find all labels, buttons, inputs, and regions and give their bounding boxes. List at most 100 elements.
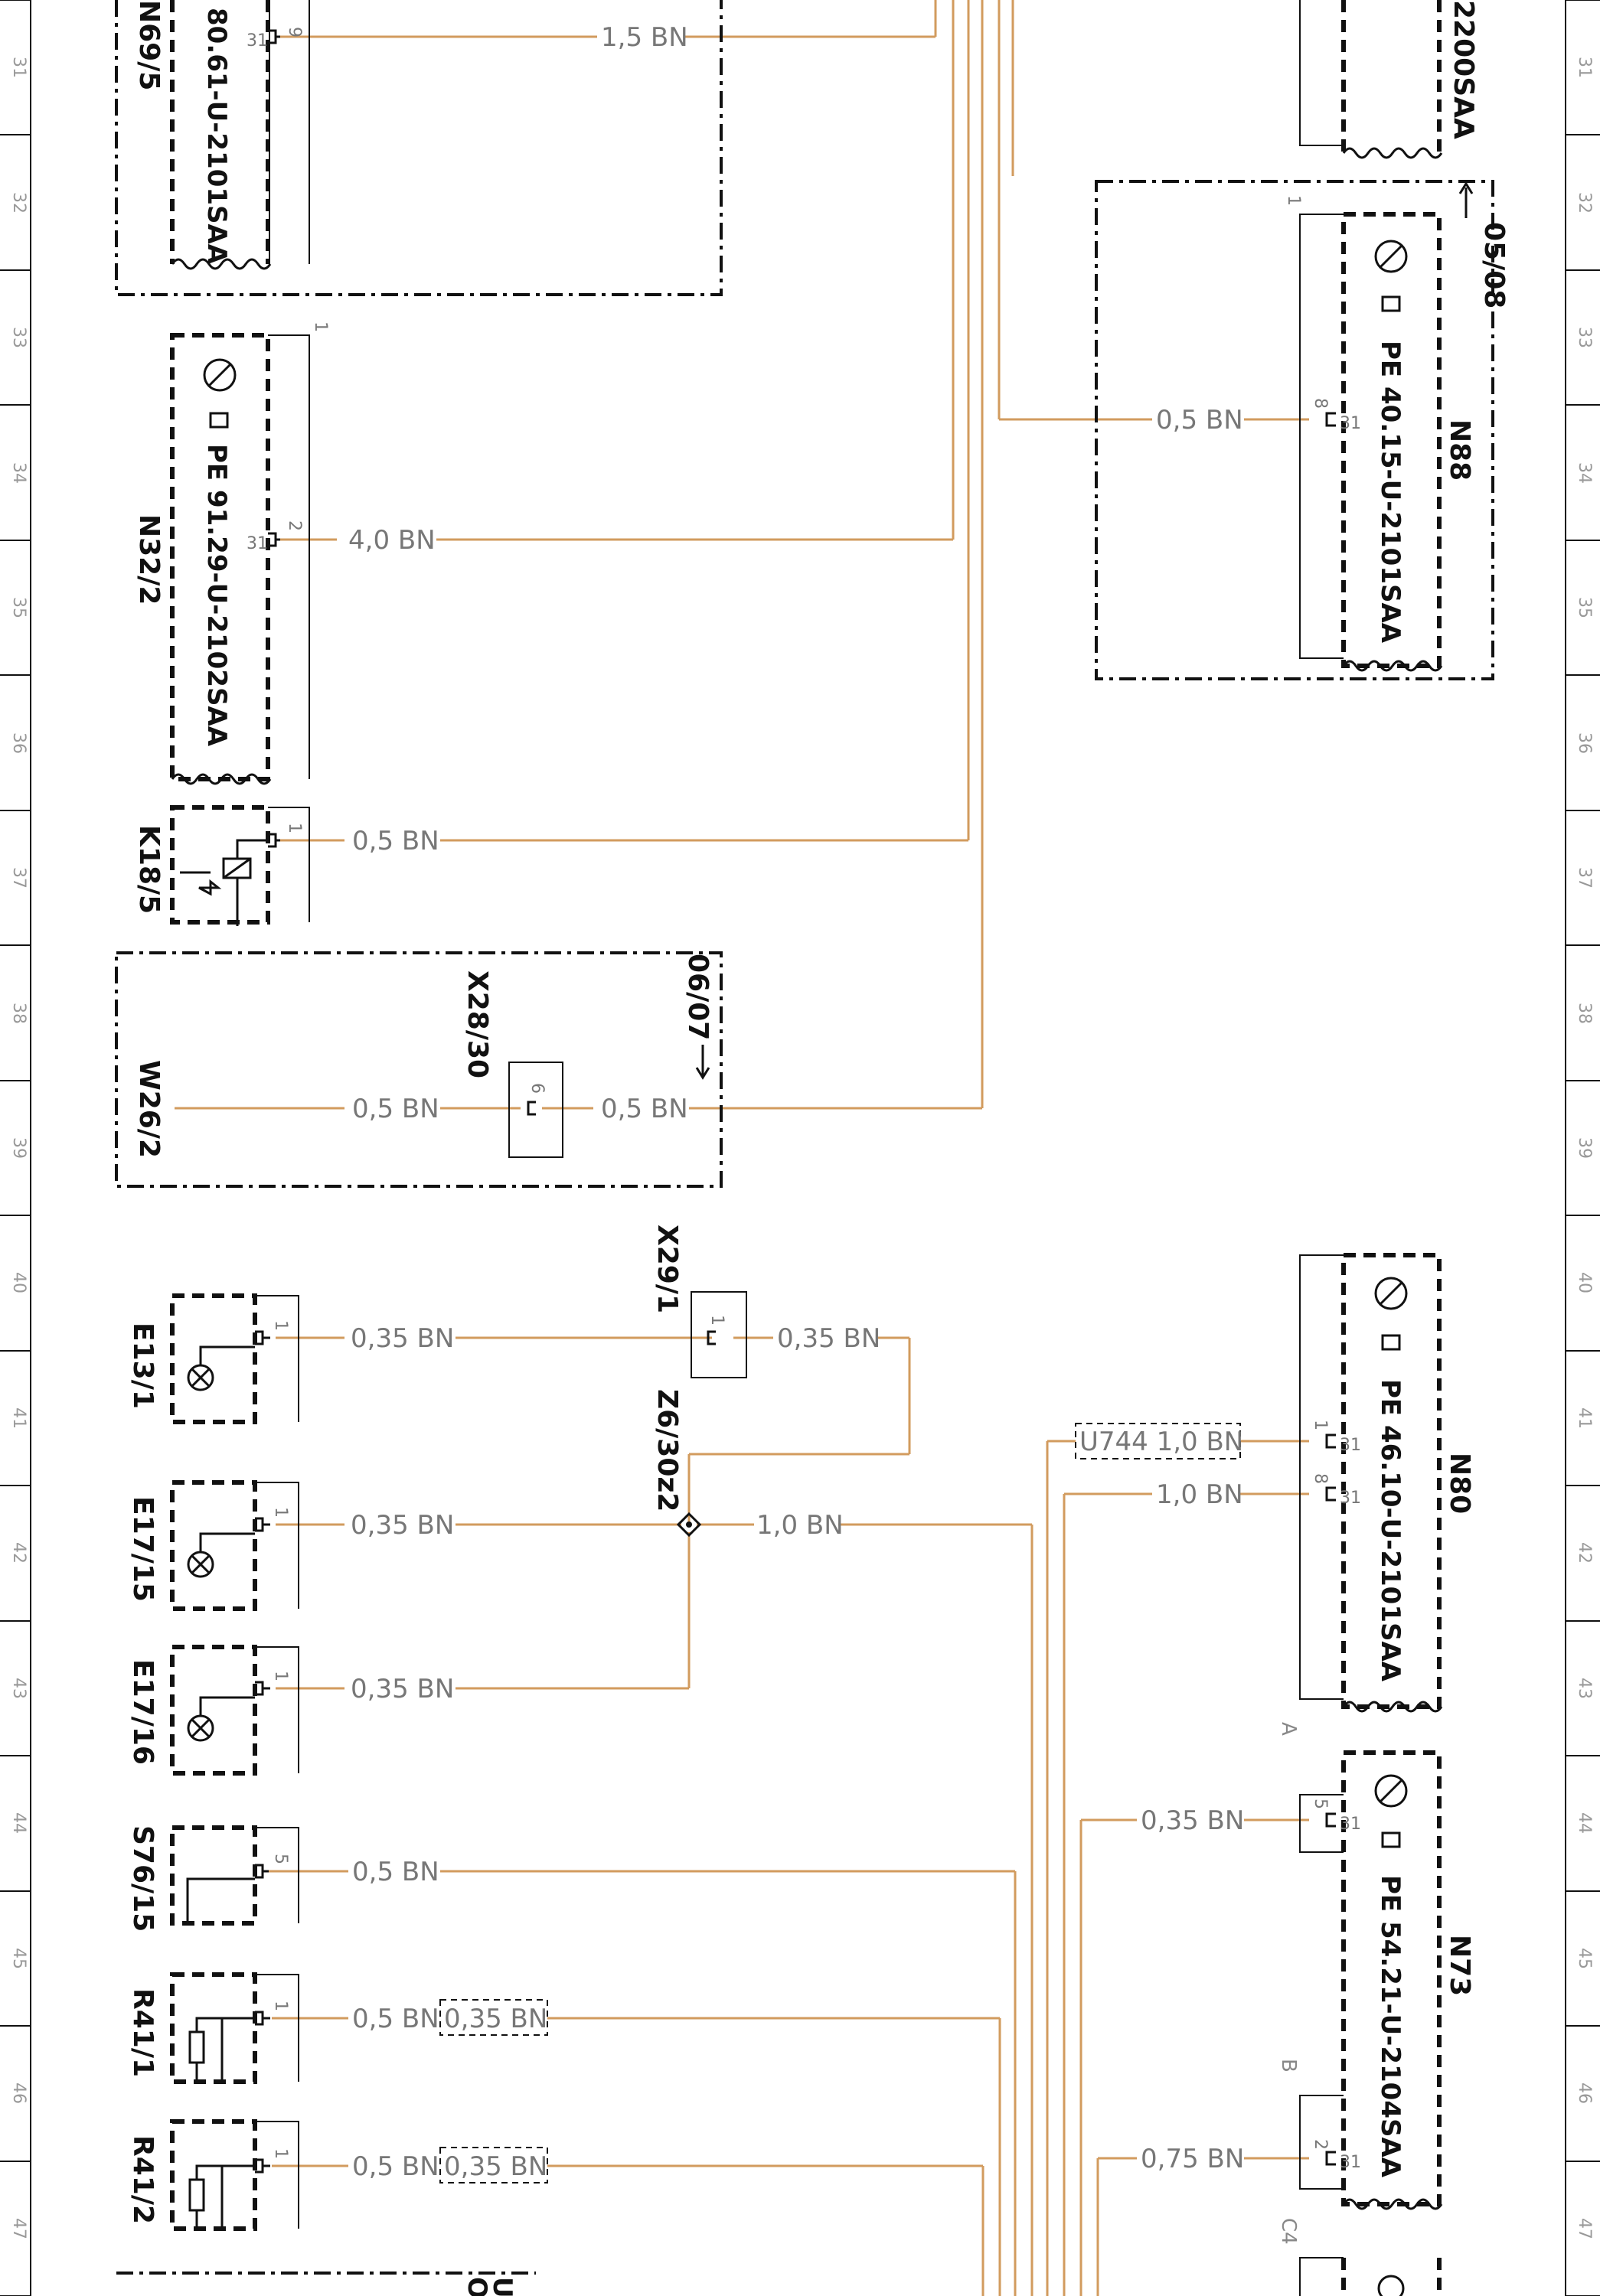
wire-labels: 1,5 BN 4,0 BN 0,5 BN 0,5 BN 0,5 BN 0,5 B… [348,22,1244,2182]
wire-label: 1,0 BN [756,1510,844,1541]
grid-row-label: 46 [9,2082,28,2104]
pin-number: 1 [311,321,330,332]
pin-number: 1 [1284,195,1303,206]
pin-number: 1 [271,1507,290,1518]
grid-row-label: 41 [9,1407,28,1429]
pin-number: 8 [1311,1473,1330,1484]
pin-number: 1 [271,2148,290,2159]
component-label: N32/2 [133,514,165,605]
grid-row-label: 44 [9,1812,28,1834]
wire-label: 0,35 BN [444,2151,547,2182]
wire-label: 0,75 BN [1141,2144,1244,2174]
connector-label: A [1277,1722,1300,1736]
part-number: 2200SAA [1448,0,1479,139]
term-number: 31 [1340,414,1361,433]
component-label: E17/15 [127,1496,158,1602]
grid-row-label: 34 [9,462,28,484]
component-label: E13/1 [127,1322,158,1409]
wire-label: 0,5 BN [352,826,439,856]
grid-row-label: 41 [1575,1407,1594,1429]
term-number: 31 [247,534,268,553]
component-label: X28/30 [462,970,493,1078]
part-number: PE 54.21-U-2104SAA [1375,1875,1406,2178]
wire-label: 0,5 BN [352,2004,439,2034]
grid-row-label: 44 [1575,1812,1594,1834]
grid-row-label: 31 [1575,57,1594,78]
pin-number: 2 [285,520,304,531]
component-label: W26/2 [133,1060,165,1158]
grid-row-label: 45 [9,1948,28,1969]
cross-reference: 05/08 [1478,222,1510,308]
grid-row-label: 40 [9,1272,28,1293]
grid-row-label: 40 [1575,1272,1594,1293]
grid-row-label: 33 [9,327,28,348]
grid-row-label: 32 [1575,192,1594,214]
grid-row-label: 39 [9,1137,28,1159]
grid-row-label: 37 [9,867,28,889]
component-label: Z6/30z2 [651,1389,683,1512]
housings [115,0,1494,2275]
pin-number: 5 [271,1854,290,1864]
part-number: 80.61-U-2101SAA [201,8,232,265]
component-label: S76/15 [127,1825,158,1932]
designations: N69/5 80.61-U-2101SAA N32/2 PE 91.29-U-2… [127,0,1510,2296]
grid-row-label: 46 [1575,2082,1594,2104]
component-label: N73 [1444,1935,1475,1996]
wire-label: 1,0 BN [1156,1479,1243,1510]
wire-label: 0,5 BN [352,1857,439,1887]
grid-row-label: 36 [1575,732,1594,754]
term-number: 31 [1340,1436,1361,1455]
grid-row-label: 43 [1575,1678,1594,1699]
pin-number: 1 [285,823,304,833]
connector-boxes [170,0,1442,2296]
wire-label: 0,5 BN [1156,405,1243,435]
grid-row-label: 39 [1575,1137,1594,1159]
grid-row-label: 35 [9,597,28,618]
component-label: N80 [1444,1453,1475,1514]
grid-row-label: 42 [1575,1542,1594,1564]
pin-number: 1 [1311,1420,1330,1430]
wire-label: 0,35 BN [777,1323,880,1354]
pin-number: 5 [1311,1799,1330,1809]
connector-label: B [1277,2059,1300,2073]
wire-label: 1,5 BN [601,22,688,53]
grid-row-label: 47 [1575,2218,1594,2239]
grid-row-label: 33 [1575,327,1594,348]
pin-number: 2 [1311,2139,1330,2150]
component-label: N69/5 [133,0,165,90]
pin-number: 1 [707,1315,727,1326]
pin-number: 8 [1311,398,1330,409]
wire-label: 0,5 BN [352,2151,439,2182]
component-label: K18/5 [133,825,165,914]
component-label: R41/1 [127,1988,158,2077]
pin-number: 1 [271,1671,290,1681]
wire-label: U744 1,0 BN [1079,1427,1243,1457]
grid-row-label: 35 [1575,597,1594,618]
wire-label: 0,5 BN [601,1094,688,1124]
term-number: 31 [1340,1815,1361,1834]
term-number: 31 [1340,2153,1361,2172]
connector-label: C4 [1277,2218,1300,2245]
component-label: N88 [1444,419,1475,481]
component-label: R41/2 [127,2135,158,2224]
wire-label: 0,35 BN [351,1510,454,1541]
term-number: 31 [247,31,268,51]
component-label: U [487,2277,518,2296]
cross-reference: 06/07 [682,954,713,1040]
part-number: PE 46.10-U-2101SAA [1375,1379,1406,1682]
grid-row-label: 47 [9,2218,28,2239]
pin-number: 6 [527,1083,547,1094]
term-number: 31 [1340,1489,1361,1508]
component-label: O [462,2277,492,2296]
part-number: PE 40.15-U-2101SAA [1375,341,1406,644]
pin-number: 1 [271,1320,290,1331]
wire-label: 0,35 BN [351,1674,454,1704]
wire-label: 0,35 BN [444,2004,547,2034]
grid-row-label: 45 [1575,1948,1594,1969]
grid-row-label: 36 [9,732,28,754]
grid-row-label: 34 [1575,462,1594,484]
part-number: PE 91.29-U-2102SAA [201,444,232,747]
pin-numbers: 31 9 31 2 1 1 6 1 1 1 1 5 1 1 1 8 31 1 8… [247,27,1361,2245]
